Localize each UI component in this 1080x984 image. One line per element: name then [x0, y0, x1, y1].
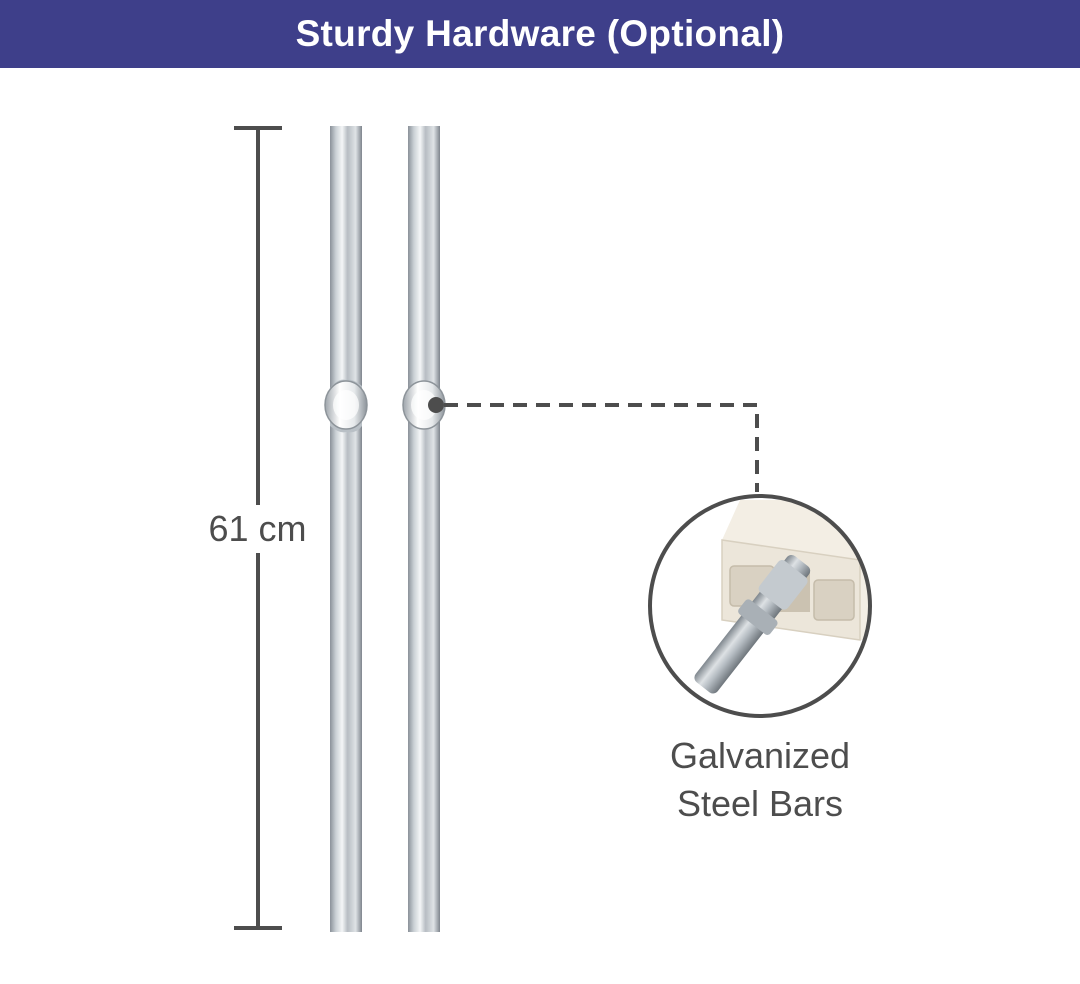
steel-rod-icon [324, 126, 368, 932]
callout-label-line-1: Galvanized [669, 735, 851, 776]
steel-rod-icon [402, 126, 446, 932]
header-banner: Sturdy Hardware (Optional) [0, 0, 1080, 68]
callout-label: Galvanized Steel Bars [620, 732, 900, 828]
callout-label-line-2: Steel Bars [676, 783, 844, 824]
dimension-label: 61 cm [190, 505, 325, 553]
connector-detail-icon [648, 494, 872, 718]
callout-leader [428, 397, 759, 492]
page-title: Sturdy Hardware (Optional) [295, 13, 785, 54]
